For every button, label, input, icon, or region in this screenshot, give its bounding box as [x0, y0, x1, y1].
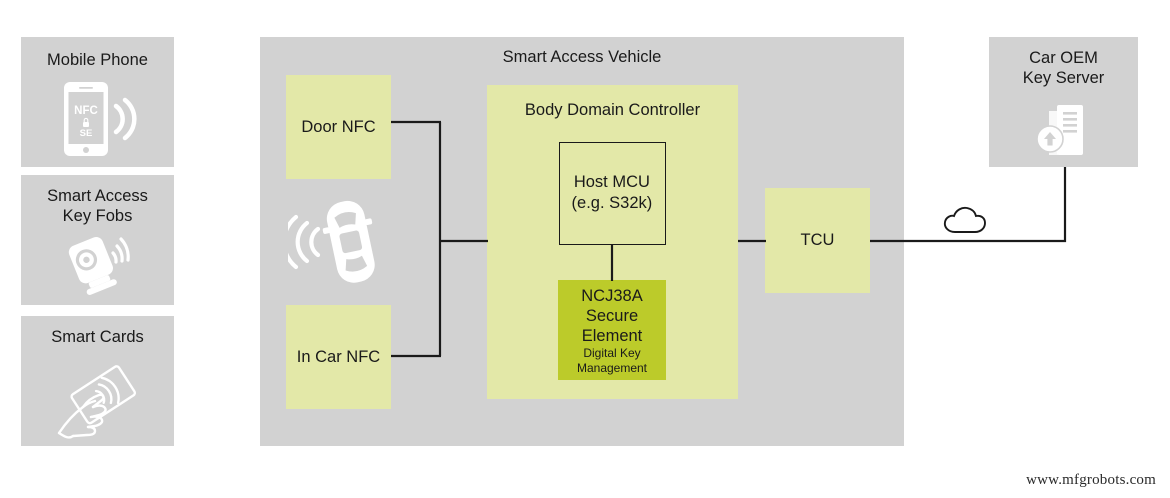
phone-nfc-se-icon: NFC SE [21, 79, 174, 159]
hand-contactless-card-icon [21, 356, 174, 442]
block-host-mcu-label: Host MCU (e.g. S32k) [571, 173, 653, 212]
card-car-oem-key-server[interactable]: Car OEM Key Server [989, 37, 1138, 167]
key-fob-signal-icon [21, 229, 174, 301]
block-door-nfc-label: Door NFC [301, 117, 376, 136]
card-mobile-phone-label: Mobile Phone [47, 51, 148, 69]
car-top-view-signal-icon [288, 195, 398, 291]
svg-text:SE: SE [79, 128, 92, 139]
block-tcu[interactable]: TCU [765, 188, 870, 293]
watermark-text: www.mfgrobots.com [1026, 472, 1156, 488]
cloud-icon [943, 206, 986, 233]
block-in-car-nfc[interactable]: In Car NFC [286, 305, 391, 409]
svg-text:NFC: NFC [74, 105, 98, 117]
block-in-car-nfc-label: In Car NFC [296, 347, 381, 366]
block-ncj38a-secure-element[interactable]: NCJ38A Secure Element Digital Key Manage… [558, 280, 666, 380]
card-car-oem-key-server-label: Car OEM Key Server [1022, 49, 1105, 88]
card-smart-access-key-fobs-label: Smart Access Key Fobs [47, 187, 148, 226]
card-smart-cards-label: Smart Cards [51, 328, 144, 346]
block-ncj38a-secure-element-label: NCJ38A Secure Element [581, 287, 643, 346]
block-tcu-label: TCU [800, 231, 835, 250]
card-smart-access-key-fobs[interactable]: Smart Access Key Fobs [21, 175, 174, 305]
block-host-mcu[interactable]: Host MCU (e.g. S32k) [559, 142, 666, 245]
smart-access-vehicle-title: Smart Access Vehicle [502, 48, 662, 66]
block-door-nfc[interactable]: Door NFC [286, 75, 391, 179]
body-domain-controller-label: Body Domain Controller [524, 101, 701, 119]
card-mobile-phone[interactable]: Mobile Phone NFC SE [21, 37, 174, 167]
server-upload-icon [989, 99, 1138, 161]
block-ncj38a-secure-element-sublabel: Digital Key Management [576, 346, 648, 375]
card-smart-cards[interactable]: Smart Cards [21, 316, 174, 446]
